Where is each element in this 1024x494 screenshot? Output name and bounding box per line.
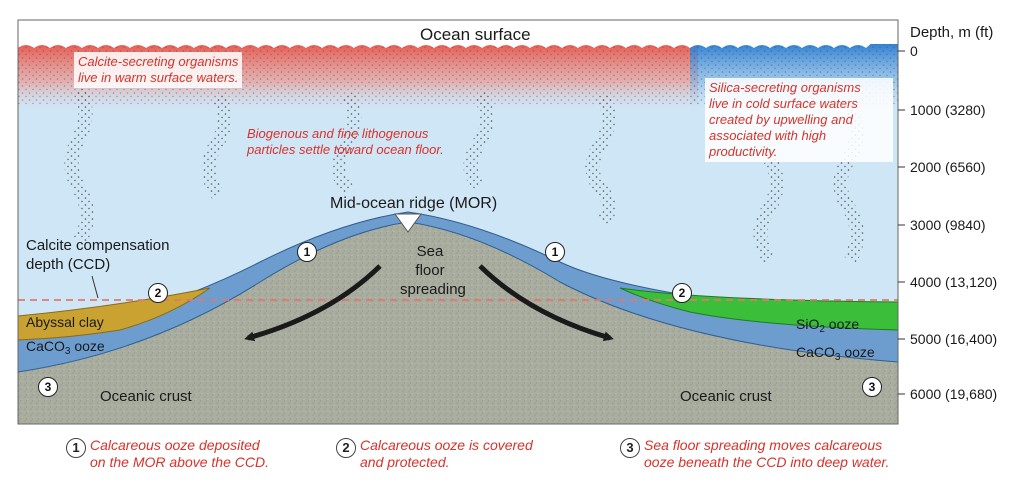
spreading-arrow-right [478,264,614,342]
diagram-frame [17,19,899,425]
caco3-ooze-left-label: CaCO3 ooze [26,338,105,357]
caco3-left-prefix: CaCO [26,338,65,354]
depth-axis [898,50,905,395]
ccd-leader [91,275,99,299]
abyssal-clay-label: Abyssal clay [26,314,104,330]
silica-line5: productivity. [709,144,778,159]
caption-1-line1: Calcareous ooze deposited [90,437,260,453]
sio2-prefix: SiO [796,316,820,332]
depth-tick-1: 1000 (3280) [910,102,986,118]
caco3-right-sub: 3 [834,352,841,363]
oceanic-crust-right-label: Oceanic crust [680,388,772,405]
caco3-ooze-right-label: CaCO3 ooze [796,344,875,363]
ccd-label: Calcite compensation depth (CCD) [26,236,169,274]
silica-line3: created by upwelling and [709,112,853,127]
caption-3-number: 3 [620,438,640,458]
depth-tick-5: 5000 (16,400) [910,331,998,347]
depth-tick-0: 0 [910,43,918,59]
caption-3-line2: ooze beneath the CCD into deep water. [644,454,890,470]
sio2-ooze-label: SiO2 ooze [796,316,859,335]
caco3-left-sub: 3 [64,346,71,357]
ccd-line1: Calcite compensation [26,237,170,254]
biogenous-line2: particles settle toward ocean floor. [247,142,444,157]
caption-1-number: 1 [66,438,86,458]
biogenous-line1: Biogenous and fine lithogenous [247,126,429,141]
oceanic-crust-left-label: Oceanic crust [100,388,192,405]
calcite-organisms-note: Calcite-secreting organisms live in warm… [74,52,243,88]
spreading-line1: Sea [416,243,444,260]
marker-1-left: 1 [297,242,317,262]
sea-floor-spreading-label: Sea floor spreading [400,242,466,299]
ocean-surface-label: Ocean surface [420,25,531,44]
depth-tick-6: 6000 (19,680) [910,386,998,402]
depth-tick-4: 4000 (13,120) [910,274,998,290]
caption-2-line2: and protected. [360,454,450,470]
ocean-surface-waves [18,20,898,48]
depth-header: Depth, m (ft) [910,24,994,41]
ridge-rift [394,213,422,233]
biogenous-note: Biogenous and fine lithogenous particles… [247,126,444,158]
sio2-sub: 2 [819,324,825,335]
silica-line1: Silica-secreting organisms [709,80,861,95]
silica-line2: live in cold surface waters [709,96,858,111]
caption-3: Sea floor spreading moves calcareous ooz… [644,437,889,471]
caco3-right-suffix: ooze [840,344,875,360]
caption-1: Calcareous ooze deposited on the MOR abo… [90,437,269,471]
sio2-suffix: ooze [824,316,860,332]
ccd-line2: depth (CCD) [26,256,111,273]
calcite-organisms-line1: Calcite-secreting organisms [78,54,239,69]
caco3-left-suffix: ooze [70,338,105,354]
oceanic-crust [18,222,898,424]
caption-3-line1: Sea floor spreading moves calcareous [644,437,883,453]
spreading-line3: spreading [400,281,466,298]
caption-2-line1: Calcareous ooze is covered [360,437,533,453]
silica-organisms-note: Silica-secreting organisms live in cold … [705,78,893,162]
spreading-arrow-left [244,264,382,342]
spreading-line2: floor [415,262,445,279]
marker-3-right: 3 [862,377,882,397]
caption-2: Calcareous ooze is covered and protected… [360,437,533,471]
calcite-organisms-line2: live in warm surface waters. [78,70,239,85]
marker-3-left: 3 [38,377,58,397]
mor-label: Mid-ocean ridge (MOR) [330,195,498,212]
silica-line4: associated with high [709,128,827,143]
caption-1-line2: on the MOR above the CCD. [90,454,269,470]
marker-2-left: 2 [148,283,168,303]
marker-1-right: 1 [545,242,565,262]
caption-2-number: 2 [336,438,356,458]
depth-tick-2: 2000 (6560) [910,159,986,175]
marker-2-right: 2 [672,283,692,303]
caco3-right-prefix: CaCO [796,344,835,360]
depth-tick-3: 3000 (9840) [910,217,986,233]
